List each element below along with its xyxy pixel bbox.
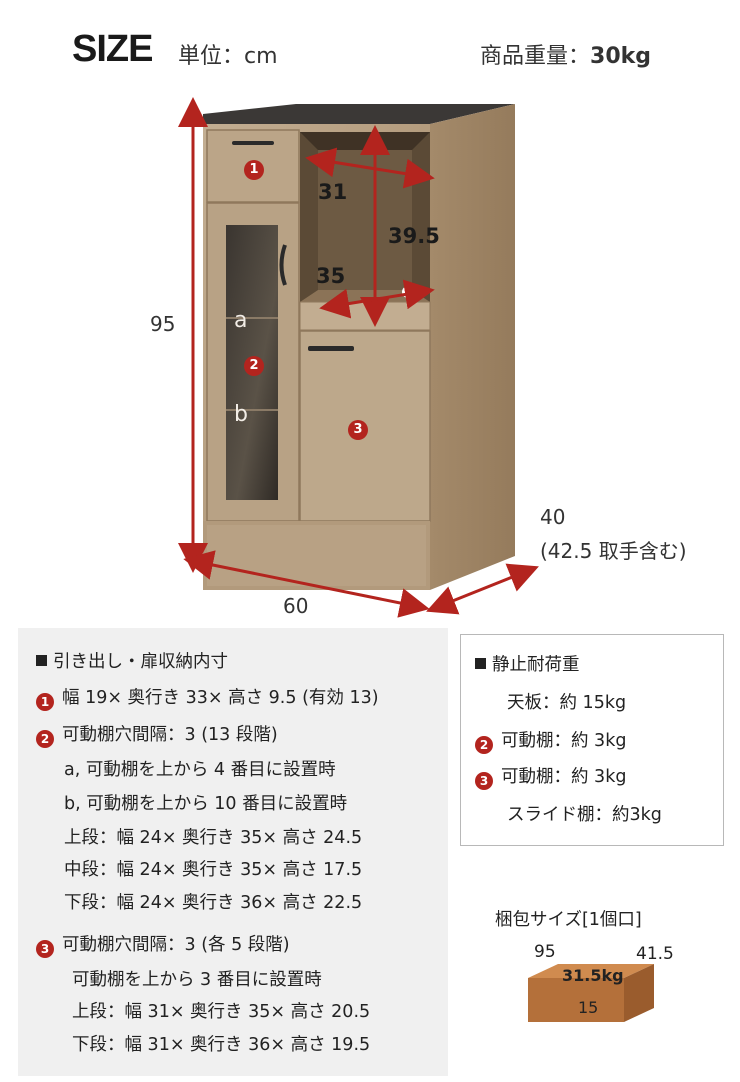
badge-3: 3 [36,940,54,958]
load-shelf2-text: 可動棚：約 3kg [501,731,627,751]
section3-title-text: 可動棚穴間隔：3 (各 5 段階) [62,935,290,955]
size-title: SIZE [72,28,153,70]
load-title-text: 静止耐荷重 [492,655,580,675]
weight-value: 30kg [590,44,652,69]
badge-drawer: 1 [244,160,264,180]
depth-note: (42.5 取手含む) [540,539,687,563]
weight-label: 商品重量： [480,44,591,69]
inner-height-label: 39.5 [388,224,440,248]
shelf-b-label: b [234,402,248,427]
product-weight: 商品重量：30kg [480,38,651,70]
badge-lower-door: 3 [348,420,368,440]
section2-a: a, 可動棚を上から 4 番目に設置時 [64,760,336,780]
package-width: 95 [534,942,556,962]
section2-lower: 下段：幅 24× 奥行き 36× 高さ 22.5 [64,893,363,913]
section2-b: b, 可動棚を上から 10 番目に設置時 [64,794,348,814]
cabinet-side [430,104,515,590]
storage-title-text: 引き出し・扉収納内寸 [53,652,228,672]
load-shelf3-text: 可動棚：約 3kg [501,767,627,787]
package-weight: 31.5kg [562,966,624,985]
storage-title: 引き出し・扉収納内寸 [36,648,228,673]
section2-upper: 上段：幅 24× 奥行き 35× 高さ 24.5 [64,828,363,848]
load-slide: スライド棚：約3kg [507,805,662,825]
drawer-size-text: 幅 19× 奥行き 33× 高さ 9.5 (有効 13) [62,688,379,708]
height-label: 95 [150,312,176,336]
badge-2: 2 [36,730,54,748]
cabinet-top [203,104,515,124]
badge-load-2: 2 [475,736,493,754]
drawer-size: 1 幅 19× 奥行き 33× 高さ 9.5 (有効 13) [36,684,379,711]
badge-1: 1 [36,693,54,711]
cabinet-illustration [178,97,539,618]
width-label: 60 [283,594,309,618]
load-panel: 静止耐荷重 天板：約 15kg 2 可動棚：約 3kg 3 可動棚：約 3kg スラ… [460,634,724,846]
storage-panel: 引き出し・扉収納内寸 1 幅 19× 奥行き 33× 高さ 9.5 (有効 13)… [18,628,448,1076]
badge-glass-door: 2 [244,356,264,376]
load-shelf2: 2 可動棚：約 3kg [475,727,626,754]
badge-load-3: 3 [475,772,493,790]
depth-arrow [426,563,539,615]
section2-title-text: 可動棚穴間隔：3 (13 段階) [62,725,278,745]
package-title: 梱包サイズ[1個口] [495,910,642,930]
section2-middle: 中段：幅 24× 奥行き 35× 高さ 17.5 [64,860,363,880]
inner-depth-label: 35 [316,264,346,288]
slide-shelf [299,301,431,331]
depth-label: 40 [540,505,566,529]
shelf-a-label: a [234,308,248,333]
section3-upper: 上段：幅 31× 奥行き 35× 高さ 20.5 [72,1002,371,1022]
package-depth: 41.5 [636,944,674,964]
inner-depth-arrow [319,279,435,319]
load-title: 静止耐荷重 [475,651,580,676]
unit-label: 単位：cm [178,44,278,69]
section3-note: 可動棚を上から 3 番目に設置時 [72,970,322,990]
section2-title: 2 可動棚穴間隔：3 (13 段階) [36,721,278,748]
load-top: 天板：約 15kg [507,693,627,713]
package-box-icon [528,964,654,1022]
section3-title: 3 可動棚穴間隔：3 (各 5 段階) [36,931,290,958]
inner-width-label: 31 [318,180,348,204]
section3-lower: 下段：幅 31× 奥行き 36× 高さ 19.5 [72,1035,371,1055]
width-arrow [183,550,430,618]
package-height: 15 [578,998,599,1017]
load-shelf3: 3 可動棚：約 3kg [475,763,626,790]
